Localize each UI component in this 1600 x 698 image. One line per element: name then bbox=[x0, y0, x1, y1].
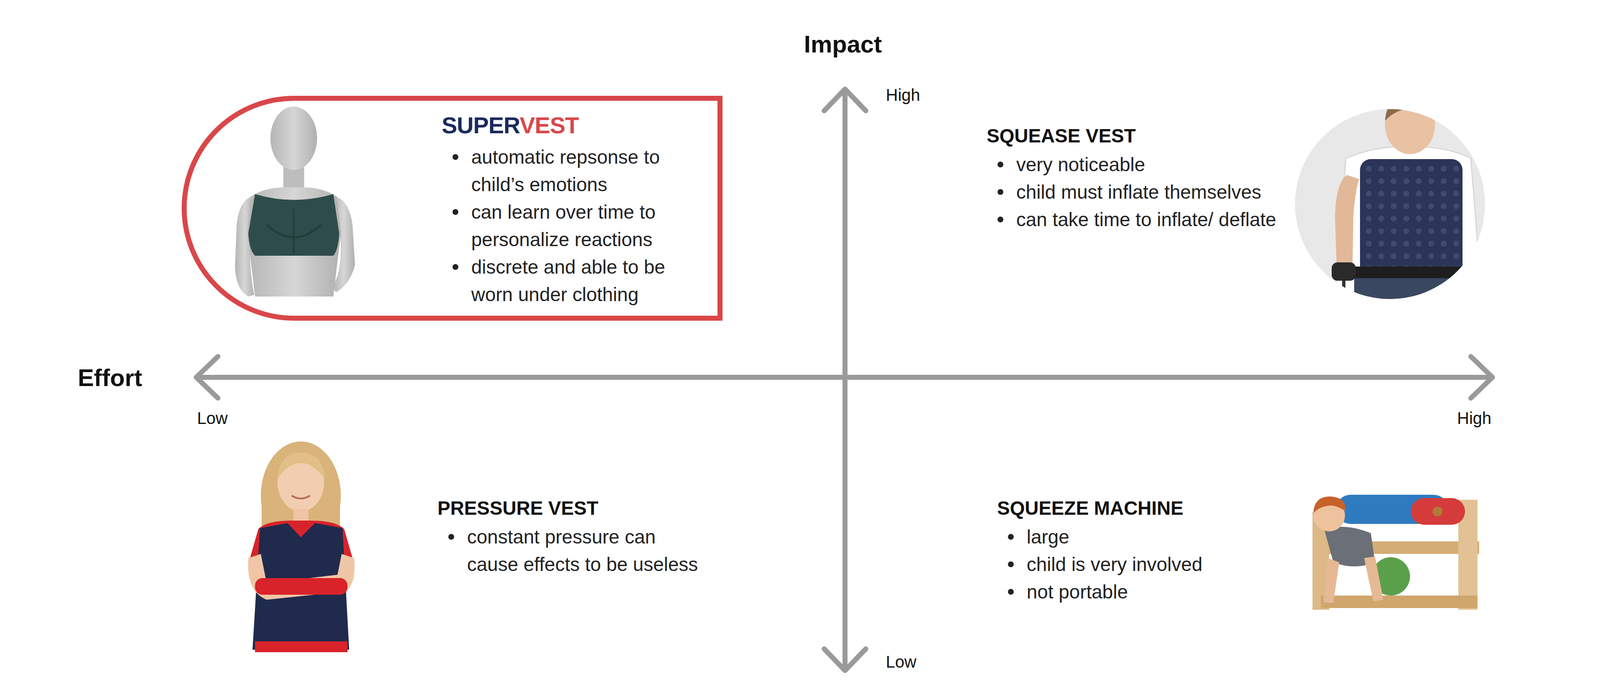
item-heading: SQUEEZE MACHINE bbox=[997, 496, 1298, 521]
axis-end-label: High bbox=[1457, 409, 1492, 428]
squease-vest-photo-part bbox=[1335, 175, 1360, 267]
bullet-point: automatic repsonse to child’s emotions bbox=[441, 143, 709, 199]
axes-part bbox=[196, 356, 218, 399]
item-heading: SUPERVEST bbox=[441, 110, 579, 140]
bullet-point: can take time to inflate/ deflate bbox=[986, 205, 1287, 234]
bullet-point: can learn over time to personalize react… bbox=[441, 198, 709, 254]
axes-part bbox=[1470, 356, 1493, 399]
quadrant-item: PRESSURE VESTconstant pressure can cause… bbox=[437, 496, 705, 582]
item-heading: PRESSURE VEST bbox=[437, 496, 705, 521]
mannequin-figure bbox=[235, 106, 355, 297]
squeeze-machine-photo-part bbox=[1410, 498, 1465, 525]
axis-end-label: High bbox=[885, 85, 920, 105]
text-column: SUPERVESTautomatic repsonse to child’s e… bbox=[441, 110, 709, 309]
text-column: PRESSURE VESTconstant pressure can cause… bbox=[437, 496, 705, 579]
item-heading: SQUEASE VEST bbox=[986, 124, 1287, 149]
quadrant-item: SQUEASE VESTvery noticeablechild must in… bbox=[986, 124, 1287, 237]
squease-vest-photo-part bbox=[1354, 278, 1471, 320]
mannequin-figure-part bbox=[248, 194, 340, 256]
squeeze-machine-photo-part bbox=[1313, 496, 1346, 514]
pressure-vest-photo bbox=[247, 441, 355, 653]
bullet-point: not portable bbox=[997, 578, 1298, 606]
squease-vest-photo-part bbox=[1331, 262, 1356, 281]
text-column: SQUEEZE MACHINElargechild is very involv… bbox=[997, 496, 1298, 606]
squease-vest-photo-part bbox=[1331, 94, 1484, 320]
bullet-point: child must inflate themselves bbox=[986, 178, 1287, 206]
bullet-point: child is very involved bbox=[997, 550, 1298, 579]
box-outline-path bbox=[184, 98, 720, 319]
squease-vest-photo-part bbox=[1342, 280, 1346, 317]
squease-vest-photo-part bbox=[1354, 266, 1471, 279]
pressure-vest-photo-part bbox=[252, 523, 350, 650]
mannequin-figure-part bbox=[292, 208, 295, 255]
bullet-point: very noticeable bbox=[986, 150, 1287, 179]
pressure-vest-photo-part bbox=[277, 452, 325, 480]
squease-vest-photo-part bbox=[1385, 95, 1435, 155]
axes-part bbox=[824, 89, 866, 111]
mannequin-figure-part bbox=[247, 187, 341, 297]
axes-part bbox=[197, 375, 1492, 380]
pressure-vest-photo-part bbox=[247, 554, 355, 600]
quadrant-item: SQUEEZE MACHINElargechild is very involv… bbox=[997, 496, 1298, 610]
squease-vest-photo bbox=[1295, 94, 1485, 320]
axes bbox=[196, 89, 1493, 671]
squeeze-machine-photo-part bbox=[1320, 595, 1478, 609]
squease-vest-photo-part bbox=[1360, 159, 1463, 285]
squeeze-machine-photo-part bbox=[1432, 506, 1443, 517]
squeeze-machine-photo bbox=[1312, 495, 1480, 610]
mannequin-figure-part bbox=[270, 106, 318, 170]
axis-title: Effort bbox=[77, 363, 143, 392]
axes-part bbox=[824, 649, 866, 671]
squease-vest-photo-part bbox=[1385, 94, 1436, 121]
product-box: SUPERVESTautomatic repsonse to child’s e… bbox=[181, 95, 723, 321]
axis-end-label: Low bbox=[885, 652, 917, 672]
bullet-point: constant pressure can cause effects to b… bbox=[437, 523, 705, 579]
bullet-point: large bbox=[997, 523, 1298, 551]
pressure-vest-photo-part bbox=[291, 495, 310, 499]
pressure-vest-photo-part bbox=[255, 578, 348, 595]
squeeze-machine-photo-part bbox=[1323, 558, 1340, 604]
text-column: SQUEASE VESTvery noticeablechild must in… bbox=[986, 124, 1287, 234]
pressure-vest-photo-part bbox=[255, 641, 348, 653]
axis-title: Impact bbox=[804, 30, 883, 58]
axis-end-label: Low bbox=[197, 409, 228, 428]
squeeze-machine-photo-part bbox=[1364, 556, 1384, 602]
bullet-point: discrete and able to be worn under cloth… bbox=[441, 253, 709, 309]
